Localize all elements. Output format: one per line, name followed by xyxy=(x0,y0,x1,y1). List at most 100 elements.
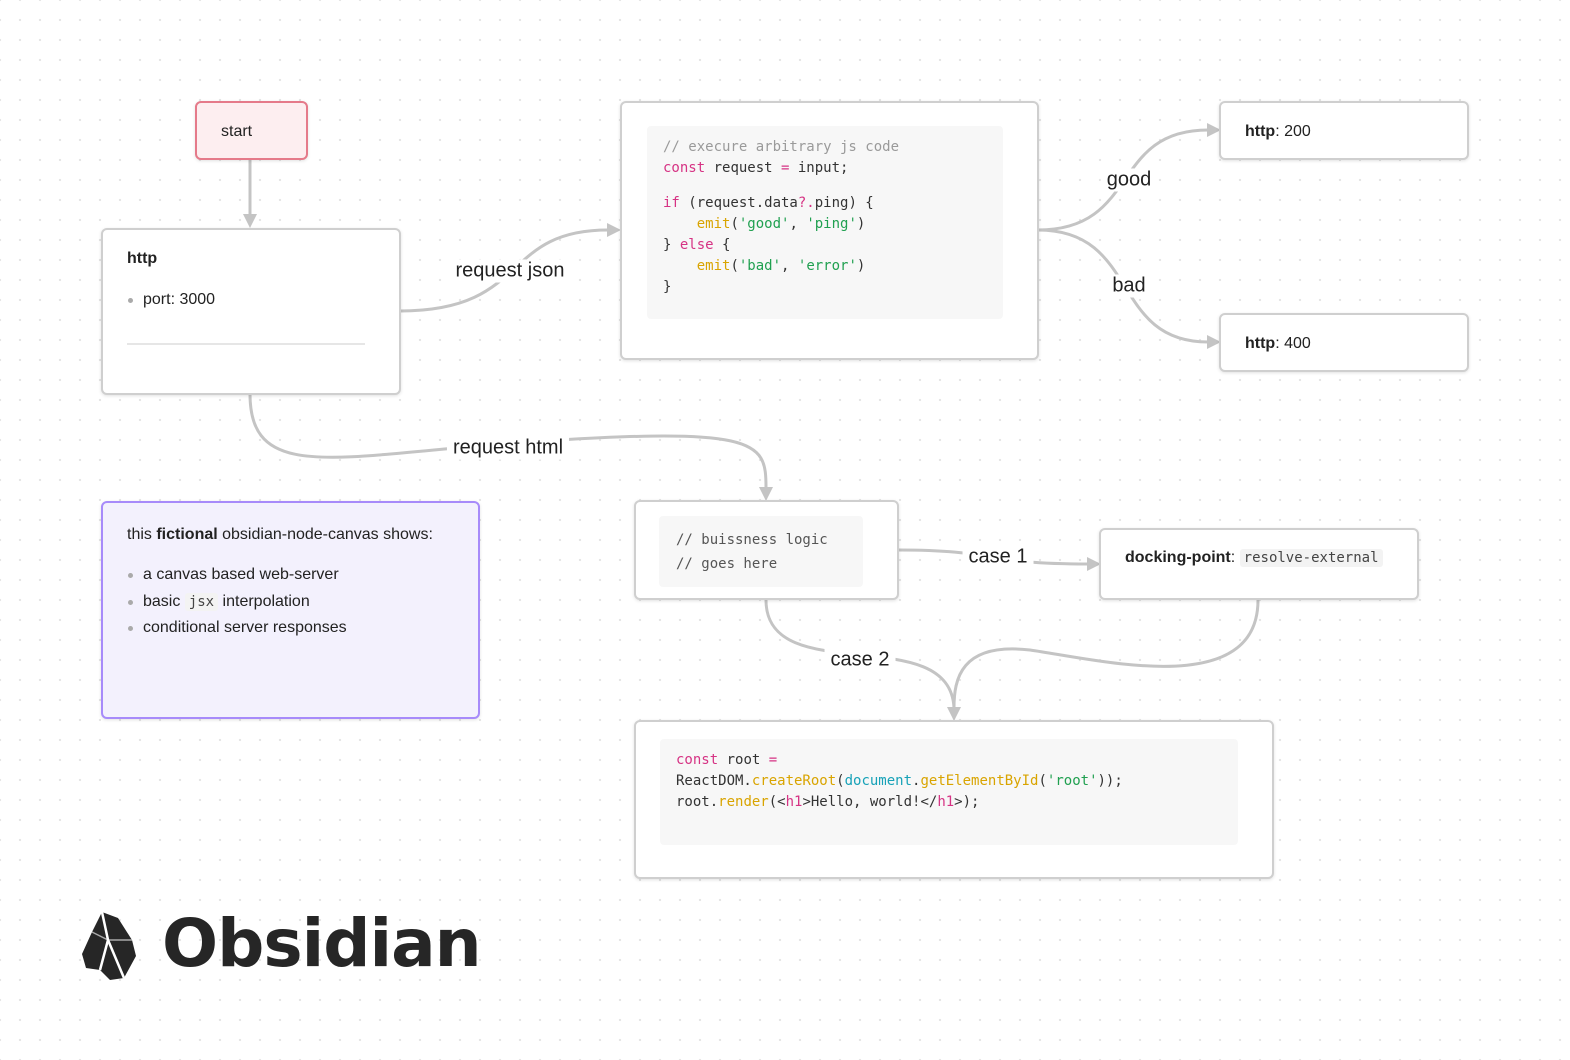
code-token: , xyxy=(789,216,807,232)
code-token: const xyxy=(663,160,706,176)
code-token: 'ping' xyxy=(806,216,857,232)
start-node-label: start xyxy=(221,123,253,140)
code-line: ReactDOM.createRoot(document.getElementB… xyxy=(676,771,1222,792)
http-200-key: http xyxy=(1245,123,1276,140)
code-token: getElementById xyxy=(920,773,1039,789)
docking-point-sep: : xyxy=(1230,549,1240,566)
business-logic-node[interactable]: // buissness logic // goes here xyxy=(634,500,899,600)
code-token: >); xyxy=(954,794,980,810)
code-line: } else { xyxy=(663,235,987,256)
code-token: // buissness logic xyxy=(676,532,828,548)
code-token: else xyxy=(679,237,714,253)
code-token: input; xyxy=(789,160,849,176)
code-token: if xyxy=(663,195,680,211)
code-token: emit xyxy=(696,216,731,232)
code-line: } xyxy=(663,277,987,298)
http-400-node[interactable]: http: 400 xyxy=(1219,313,1469,372)
code-token: , xyxy=(781,258,798,274)
edge-label-request-json: request json xyxy=(449,259,571,283)
code-line: emit('good', 'ping') xyxy=(663,214,987,235)
info-note-list: a canvas based web-server basic jsx inte… xyxy=(107,562,347,642)
code-token: = xyxy=(781,160,790,176)
code-token: root xyxy=(718,752,769,768)
info-note-item-2: basic jsx interpolation xyxy=(107,589,347,616)
render-code: const root =ReactDOM.createRoot(document… xyxy=(660,739,1238,845)
edge-case1-arrow xyxy=(1087,557,1101,571)
edge-label-good: good xyxy=(1100,168,1158,192)
info-note-intro-post: obsidian-node-canvas shows: xyxy=(217,526,433,543)
http-server-title: http xyxy=(127,250,158,267)
code-token: ( xyxy=(836,773,845,789)
http-server-divider xyxy=(127,343,365,345)
code-token: ( xyxy=(1038,773,1047,789)
code-token: // execure arbitrary js code xyxy=(663,139,900,155)
code-token: ?. xyxy=(797,195,815,211)
http-server-port-item: port: 3000 xyxy=(107,287,215,314)
code-token: ping) { xyxy=(814,195,874,211)
code-token: // goes here xyxy=(676,556,778,572)
code-line xyxy=(663,179,987,193)
code-token: request xyxy=(705,160,782,176)
code-token: 'bad' xyxy=(738,258,782,274)
json-handler-node[interactable]: // execure arbitrary js code const reques… xyxy=(620,101,1039,360)
info-note-node[interactable]: this fictional obsidian-node-canvas show… xyxy=(101,501,480,719)
edge-bad-arrow xyxy=(1207,335,1221,349)
http-400-key: http xyxy=(1245,335,1276,352)
info-note-intro-bold: fictional xyxy=(156,526,218,543)
edge-request-html-arrow xyxy=(759,487,773,501)
docking-point-code: resolve-external xyxy=(1239,549,1383,567)
code-token: 'root' xyxy=(1046,773,1098,789)
code-token: ( xyxy=(730,258,739,274)
http-server-config-list: port: 3000 xyxy=(107,287,215,314)
code-token: >Hello, world!</ xyxy=(802,794,938,810)
code-token: 'error' xyxy=(797,258,857,274)
code-token: (request.data xyxy=(679,195,798,211)
code-token: render xyxy=(718,794,769,810)
edge-request-json-arrow xyxy=(607,223,621,237)
code-token: emit xyxy=(696,258,731,274)
code-token: (< xyxy=(768,794,786,810)
code-token: h1 xyxy=(785,794,803,810)
code-token: ReactDOM. xyxy=(676,773,752,789)
code-line: const request = input; xyxy=(663,158,987,179)
edge-docking-to-render xyxy=(952,598,1260,710)
start-node[interactable]: start xyxy=(195,101,308,160)
info-note-item-1: a canvas based web-server xyxy=(107,562,347,589)
info-note-item-2-code: jsx xyxy=(184,592,219,611)
http-200-value: : 200 xyxy=(1275,123,1311,140)
code-token: ( xyxy=(730,216,739,232)
http-400-text: http: 400 xyxy=(1245,335,1311,353)
code-token xyxy=(663,216,697,232)
code-line: // buissness logic xyxy=(676,528,846,552)
edge-start-to-http-arrow xyxy=(243,214,257,228)
docking-point-node[interactable]: docking-point: resolve-external xyxy=(1099,528,1419,600)
http-server-node[interactable]: http port: 3000 xyxy=(101,228,401,395)
http-200-node[interactable]: http: 200 xyxy=(1219,101,1469,160)
obsidian-gem-icon xyxy=(82,911,136,980)
code-token: h1 xyxy=(937,794,955,810)
docking-point-key: docking-point xyxy=(1125,549,1231,566)
code-token: . xyxy=(912,773,921,789)
code-line: const root = xyxy=(676,750,1222,771)
info-note-item-2-pre: basic xyxy=(143,592,185,610)
code-token: const xyxy=(676,752,719,768)
code-token: } xyxy=(663,237,680,253)
business-logic-code: // buissness logic // goes here xyxy=(659,516,863,587)
code-line: // goes here xyxy=(676,552,846,576)
docking-point-text: docking-point: resolve-external xyxy=(1125,549,1383,567)
code-line: emit('bad', 'error') xyxy=(663,256,987,277)
code-line: // execure arbitrary js code xyxy=(663,137,987,158)
code-token: )); xyxy=(1097,773,1123,789)
obsidian-logo: Obsidian xyxy=(80,905,500,984)
code-token: root. xyxy=(676,794,719,810)
info-note-item-3: conditional server responses xyxy=(107,615,347,642)
code-line: root.render(<h1>Hello, world!</h1>); xyxy=(676,792,1222,813)
info-note-intro: this fictional obsidian-node-canvas show… xyxy=(127,526,433,544)
info-note-item-2-post: interpolation xyxy=(218,592,310,610)
code-token xyxy=(663,258,697,274)
edge-label-bad: bad xyxy=(1106,274,1152,298)
code-line: if (request.data?.ping) { xyxy=(663,193,987,214)
render-node[interactable]: const root =ReactDOM.createRoot(document… xyxy=(634,720,1274,879)
edge-label-request-html: request html xyxy=(446,436,570,460)
code-token: 'good' xyxy=(738,216,790,232)
